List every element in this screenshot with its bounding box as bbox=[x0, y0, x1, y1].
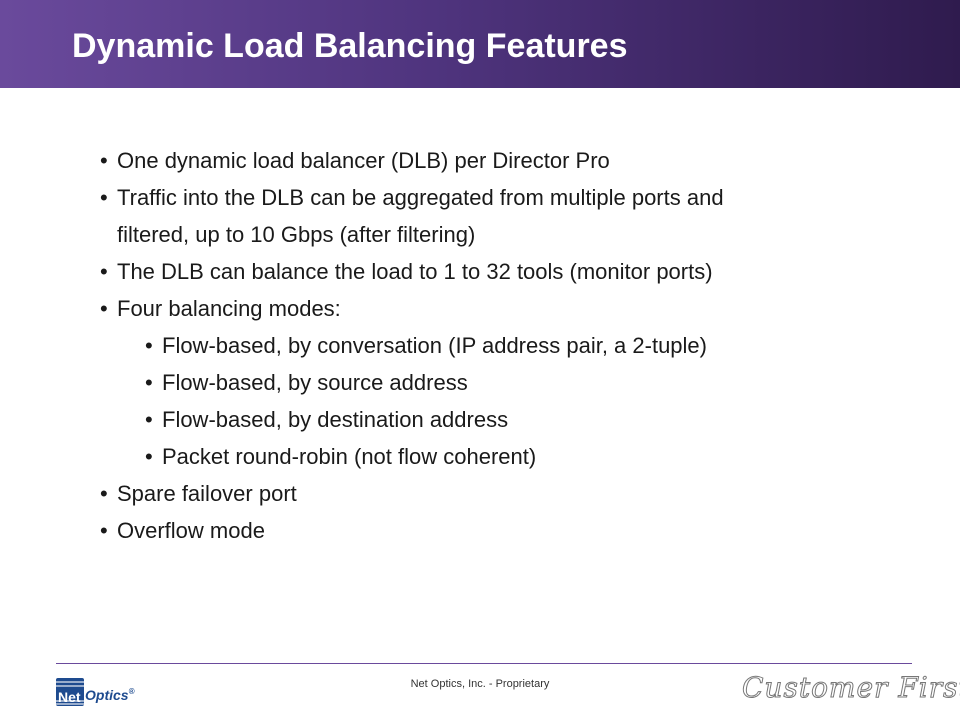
bullet-text: Flow-based, by conversation (IP address … bbox=[162, 333, 707, 358]
bullet-text: Four balancing modes: bbox=[117, 296, 341, 321]
bullet-item: • Spare failover port bbox=[100, 475, 900, 512]
title-bar: Dynamic Load Balancing Features bbox=[0, 0, 960, 88]
bullet-marker: • bbox=[145, 407, 153, 432]
bullet-marker: • bbox=[145, 444, 153, 469]
logo-net-text: Net bbox=[58, 689, 81, 705]
sub-bullet-item: • Flow-based, by destination address bbox=[100, 401, 900, 438]
bullet-list: • One dynamic load balancer (DLB) per Di… bbox=[100, 142, 900, 549]
bullet-text: One dynamic load balancer (DLB) per Dire… bbox=[117, 148, 610, 173]
bullet-text: filtered, up to 10 Gbps (after filtering… bbox=[117, 222, 476, 247]
sub-bullet-item: • Packet round-robin (not flow coherent) bbox=[100, 438, 900, 475]
bullet-item: • Overflow mode bbox=[100, 512, 900, 549]
net-optics-logo: Net Optics® bbox=[56, 673, 146, 711]
bullet-marker: • bbox=[100, 185, 108, 210]
bullet-item: • Four balancing modes: bbox=[100, 290, 900, 327]
logo-optics-text: Optics® bbox=[85, 687, 135, 703]
slide-title: Dynamic Load Balancing Features bbox=[72, 27, 628, 65]
bullet-text: Spare failover port bbox=[117, 481, 297, 506]
bullet-marker: • bbox=[145, 370, 153, 395]
bullet-text: Flow-based, by destination address bbox=[162, 407, 509, 432]
logo-icon: Net bbox=[56, 678, 84, 706]
bullet-marker: • bbox=[100, 259, 108, 284]
bullet-marker: • bbox=[145, 333, 153, 358]
bullet-item: • Traffic into the DLB can be aggregated… bbox=[100, 179, 900, 216]
bullet-continuation: filtered, up to 10 Gbps (after filtering… bbox=[100, 216, 900, 253]
bullet-item: • The DLB can balance the load to 1 to 3… bbox=[100, 253, 900, 290]
bullet-text: Packet round-robin (not flow coherent) bbox=[162, 444, 537, 469]
bullet-text: Traffic into the DLB can be aggregated f… bbox=[117, 185, 724, 210]
bullet-text: The DLB can balance the load to 1 to 32 … bbox=[117, 259, 713, 284]
bullet-marker: • bbox=[100, 296, 108, 321]
bullet-item: • One dynamic load balancer (DLB) per Di… bbox=[100, 142, 900, 179]
sub-bullet-item: • Flow-based, by conversation (IP addres… bbox=[100, 327, 900, 364]
bullet-marker: • bbox=[100, 148, 108, 173]
bullet-text: Overflow mode bbox=[117, 518, 265, 543]
bullet-marker: • bbox=[100, 518, 108, 543]
sub-bullet-item: • Flow-based, by source address bbox=[100, 364, 900, 401]
bullet-marker: • bbox=[100, 481, 108, 506]
bullet-text: Flow-based, by source address bbox=[162, 370, 468, 395]
footer-divider bbox=[56, 663, 912, 664]
footer-proprietary-text: Net Optics, Inc. - Proprietary bbox=[410, 678, 550, 690]
customer-first-tagline: Customer First! bbox=[742, 671, 960, 705]
